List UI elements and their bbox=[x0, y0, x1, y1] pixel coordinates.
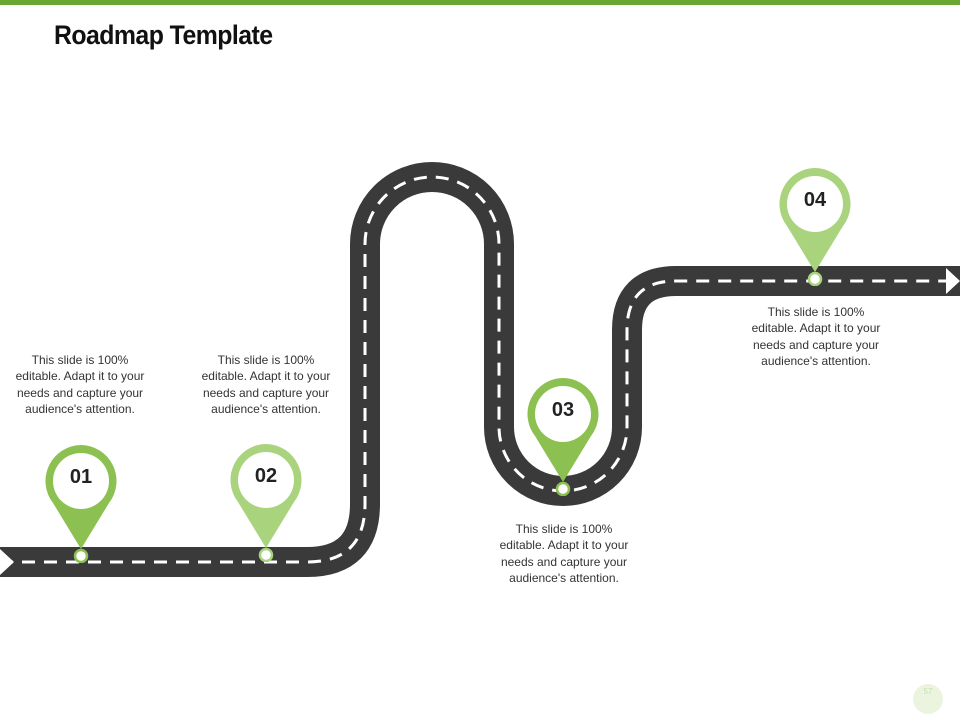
milestone-number: 02 bbox=[254, 465, 278, 487]
milestone-description-02: This slide is 100% editable. Adapt it to… bbox=[201, 353, 331, 416]
milestone-pin-02: 02 bbox=[229, 444, 303, 562]
milestone-pin-03: 03 bbox=[526, 378, 600, 496]
top-accent-bar bbox=[0, 0, 960, 5]
milestone-description-03: This slide is 100% editable. Adapt it to… bbox=[499, 522, 629, 585]
milestone-pin-04: 04 bbox=[778, 168, 852, 286]
page-number: 57 bbox=[913, 684, 943, 714]
milestone-number: 01 bbox=[69, 466, 93, 488]
milestone-number: 04 bbox=[803, 189, 827, 211]
milestone-pin-01: 01 bbox=[44, 445, 118, 563]
road-center-dashes bbox=[0, 175, 960, 564]
map-pin-icon bbox=[230, 444, 302, 562]
road-end-arrow bbox=[946, 268, 960, 294]
road-start-arrow-notch bbox=[0, 549, 14, 575]
map-pin-icon bbox=[45, 445, 117, 563]
milestone-description-04: This slide is 100% editable. Adapt it to… bbox=[751, 305, 881, 368]
map-pin-icon bbox=[779, 168, 851, 286]
milestone-number: 03 bbox=[551, 399, 575, 421]
milestone-description-01: This slide is 100% editable. Adapt it to… bbox=[15, 353, 145, 416]
slide-title: Roadmap Template bbox=[54, 20, 273, 50]
map-pin-icon bbox=[527, 378, 599, 496]
